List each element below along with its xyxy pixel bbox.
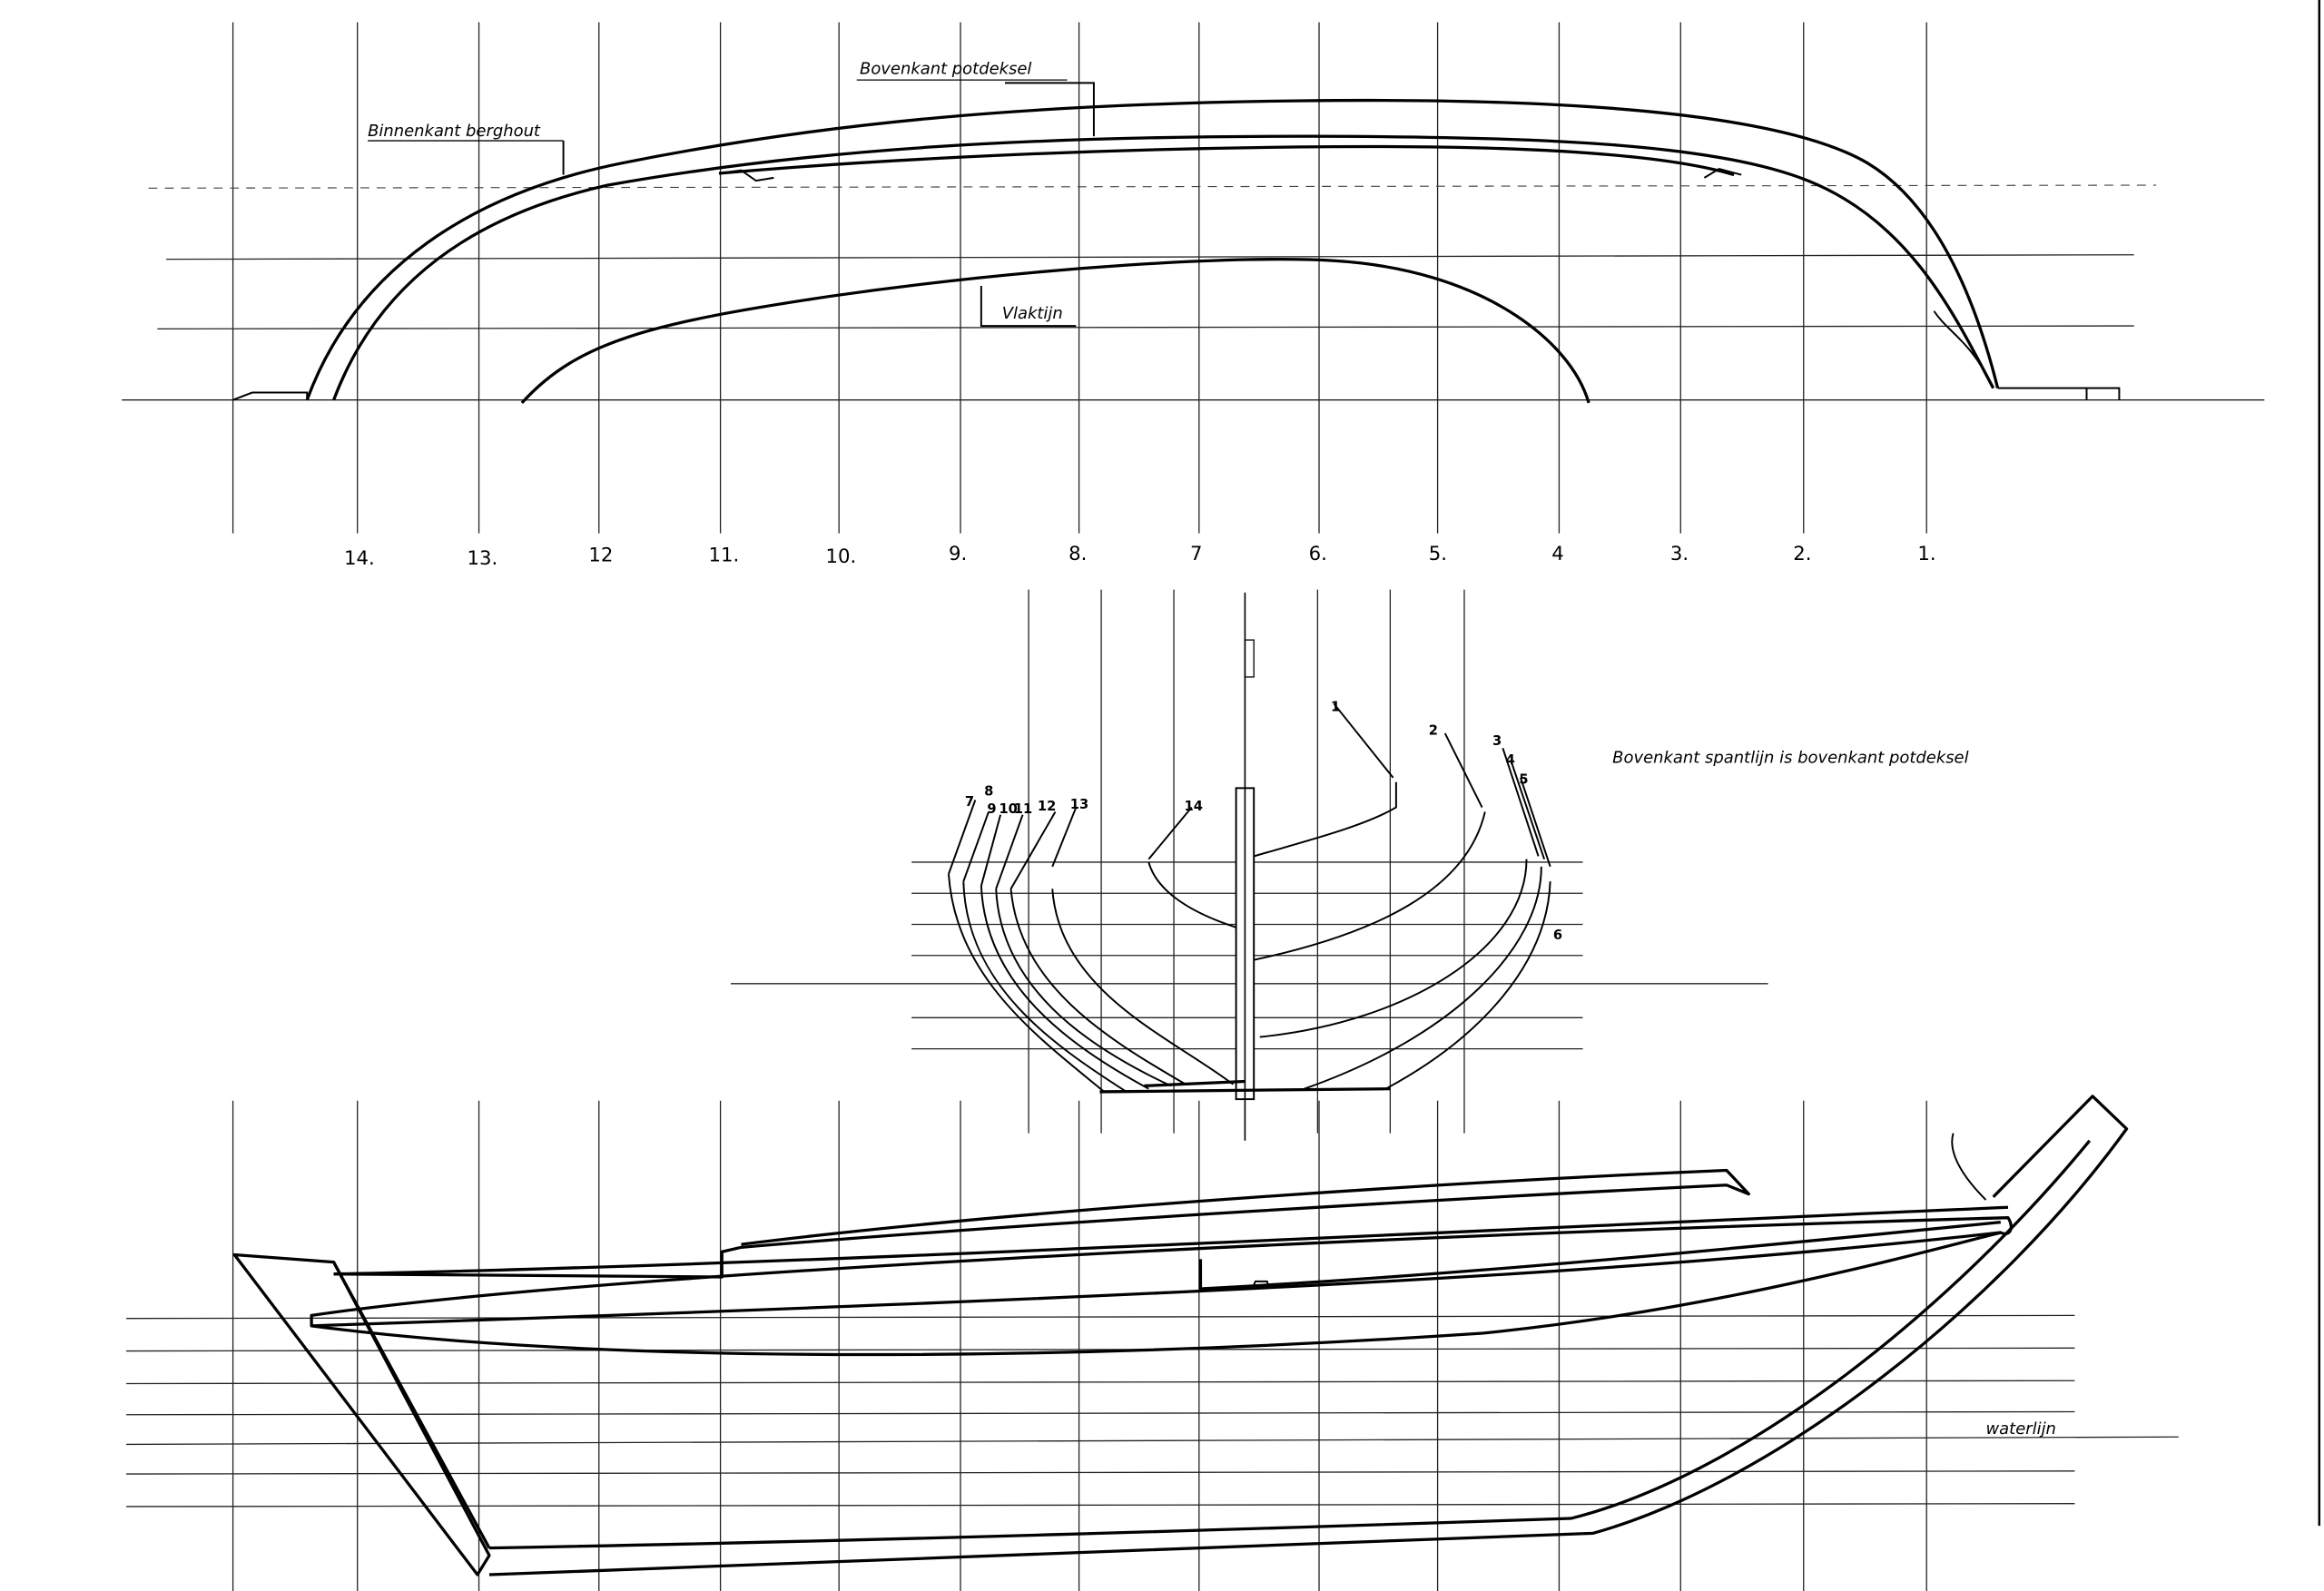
station-number: 13. (467, 547, 497, 570)
station-number: 9. (949, 543, 967, 565)
section-number: 9 (987, 801, 996, 817)
profile-annotations: Binnenkant berghout Bovenkant potdeksel … (368, 60, 1095, 328)
body-plan-sections (947, 702, 1551, 1093)
section-number: 14 (1184, 799, 1202, 814)
section-number: 6 (1553, 928, 1562, 943)
section-number: 4 (1506, 752, 1515, 768)
section-number: 10 (999, 801, 1017, 817)
station-number: 6. (1309, 543, 1327, 565)
section-number: 8 (984, 784, 993, 800)
station-number: 11. (709, 545, 740, 567)
plan-hull-lines (232, 1095, 2129, 1576)
station-number: 8. (1068, 543, 1087, 565)
station-number: 2. (1793, 543, 1811, 565)
station-number: 7 (1190, 543, 1203, 565)
label-binnenkant-berghout: Binnenkant berghout (368, 122, 541, 141)
section-number: 3 (1492, 733, 1502, 749)
profile-hull-lines (232, 98, 2121, 405)
section-number: 7 (965, 794, 974, 810)
station-number: 5. (1429, 543, 1447, 565)
section-number: 1 (1331, 699, 1340, 714)
station-number: 14. (344, 547, 375, 570)
section-number: 11 (1014, 801, 1032, 817)
plan-station-lines (126, 1100, 2179, 1591)
profile-view: Binnenkant berghout Bovenkant potdeksel … (122, 22, 2265, 570)
section-number: 5 (1519, 771, 1528, 787)
section-numbers: 1 2 3 4 5 6 7 8 9 10 11 12 13 14 (965, 699, 1562, 942)
half-breadth-view: waterlijn (126, 1095, 2179, 1591)
station-number: 10. (825, 545, 856, 568)
label-vlaklijn: Vlaktijn (1002, 304, 1063, 323)
label-bovenkant-potdeksel: Bovenkant potdeksel (860, 60, 1031, 79)
profile-station-lines (231, 22, 1927, 534)
section-number: 13 (1070, 797, 1088, 812)
body-plan-note: Bovenkant spantlijn is bovenkant potdeks… (1612, 749, 1968, 768)
section-number: 12 (1038, 799, 1056, 814)
section-number: 2 (1429, 723, 1438, 739)
station-number: 12 (588, 545, 613, 567)
station-number: 4 (1551, 543, 1564, 565)
profile-waterlines (122, 184, 2265, 401)
body-plan-view: 1 2 3 4 5 6 7 8 9 10 11 12 13 14 Bovenka… (731, 589, 1969, 1141)
station-number: 3. (1670, 543, 1689, 565)
station-numbers: 14. 13. 12 11. 10. 9. 8. 7 6. 5. 4 3. 2.… (344, 543, 1936, 570)
label-waterlijn: waterlijn (1986, 1419, 2056, 1439)
station-number: 1. (1917, 543, 1935, 565)
